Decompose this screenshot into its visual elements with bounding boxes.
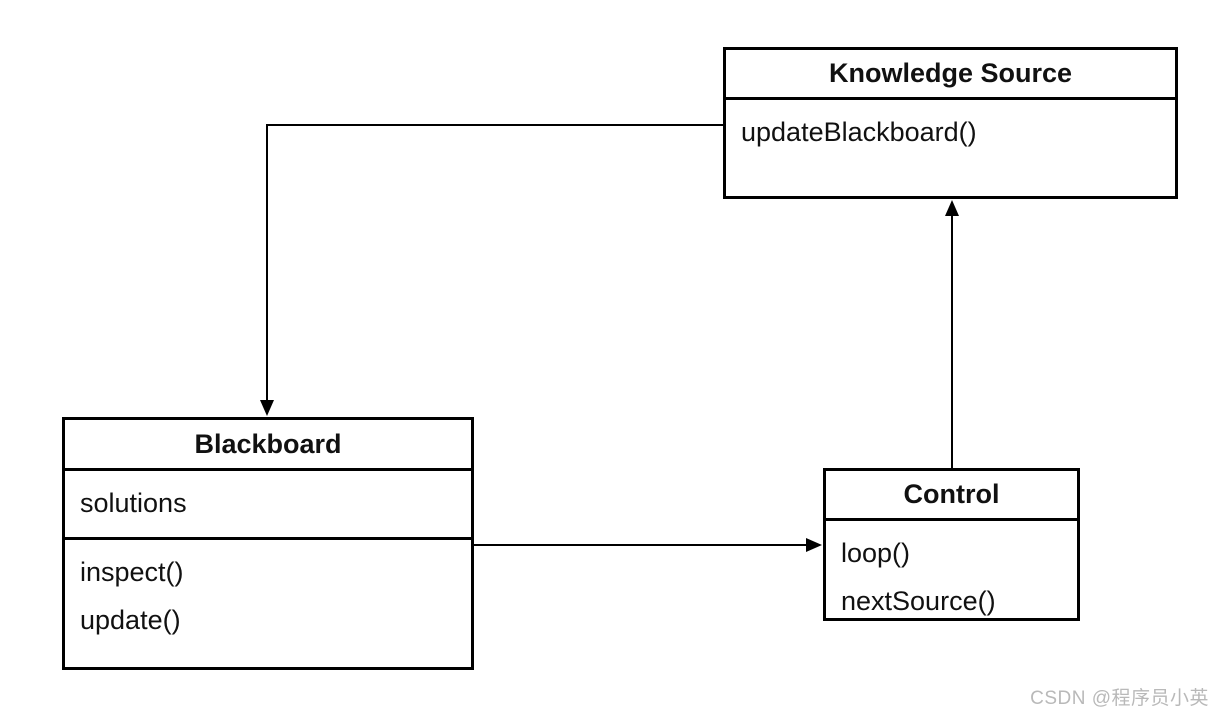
arrow-knowledge-source-to-blackboard	[260, 124, 723, 416]
method-label: inspect()	[80, 557, 184, 587]
class-box-knowledge-source: Knowledge Source updateBlackboard()	[723, 47, 1178, 199]
methods-compartment-control: loop() nextSource()	[826, 521, 1077, 618]
class-title-knowledge-source: Knowledge Source	[726, 50, 1175, 100]
class-box-blackboard: Blackboard solutions inspect() update()	[62, 417, 474, 670]
attributes-compartment-blackboard: solutions	[65, 471, 471, 540]
method-label: loop()	[841, 538, 911, 568]
methods-compartment-blackboard: inspect() update()	[65, 540, 471, 667]
method-label: updateBlackboard()	[741, 117, 977, 147]
class-box-control: Control loop() nextSource()	[823, 468, 1080, 621]
watermark-text: CSDN @程序员小英	[1030, 688, 1209, 709]
attribute-label: solutions	[80, 488, 187, 518]
method-label: nextSource()	[841, 586, 996, 616]
methods-compartment-knowledge-source: updateBlackboard()	[726, 100, 1175, 196]
class-title-blackboard: Blackboard	[65, 420, 471, 471]
arrow-control-to-knowledge-source	[945, 200, 959, 468]
arrow-blackboard-to-control	[474, 538, 822, 552]
class-title-control: Control	[826, 471, 1077, 521]
method-label: update()	[80, 605, 181, 635]
